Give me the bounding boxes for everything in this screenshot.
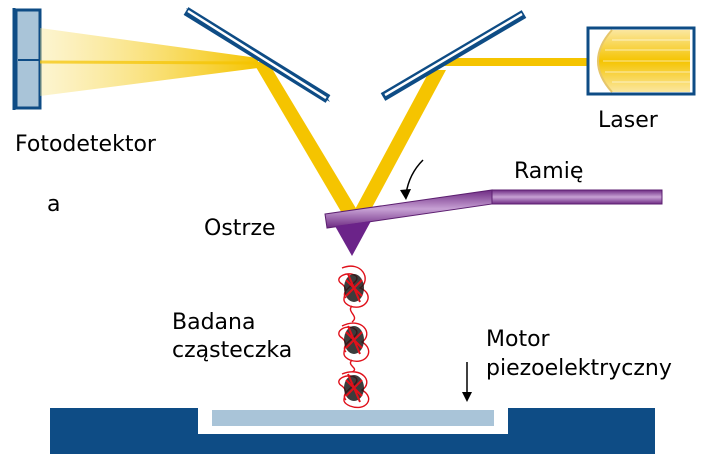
left-mirror: [183, 7, 331, 103]
arm-label: Ramię: [514, 159, 583, 184]
beam-left-down: [253, 62, 360, 215]
molecule-domain-top: [338, 265, 369, 308]
laser-label: Laser: [598, 108, 659, 133]
piezo-stage: [50, 408, 655, 454]
cantilever-arm: [324, 189, 663, 229]
molecule-linker-2: [349, 359, 356, 373]
molecule: [338, 265, 370, 409]
tip: [335, 221, 371, 256]
molecule-domain-bottom: [338, 371, 370, 409]
molecule-label-line2: cząsteczka: [172, 338, 292, 363]
beam-right-down: [352, 70, 446, 215]
deflection-arrow: [400, 159, 424, 200]
tip-label: Ostrze: [204, 216, 276, 241]
photodetector-label: Fotodetektor: [15, 132, 157, 157]
panel-letter: a: [47, 192, 60, 217]
right-mirror: [380, 10, 527, 101]
motor-label-line1: Motor: [486, 327, 551, 352]
molecule-domain-middle: [338, 322, 370, 362]
motor-label-line2: piezoelektryczny: [486, 356, 672, 381]
molecule-label-line1: Badana: [172, 310, 255, 335]
reflected-beam-core: [39, 60, 259, 65]
motor-arrow: [462, 362, 472, 402]
molecule-linker-1: [349, 305, 356, 323]
laser-source: [586, 26, 696, 96]
photodetector: [12, 8, 42, 110]
beam-laser-in: [445, 58, 600, 66]
